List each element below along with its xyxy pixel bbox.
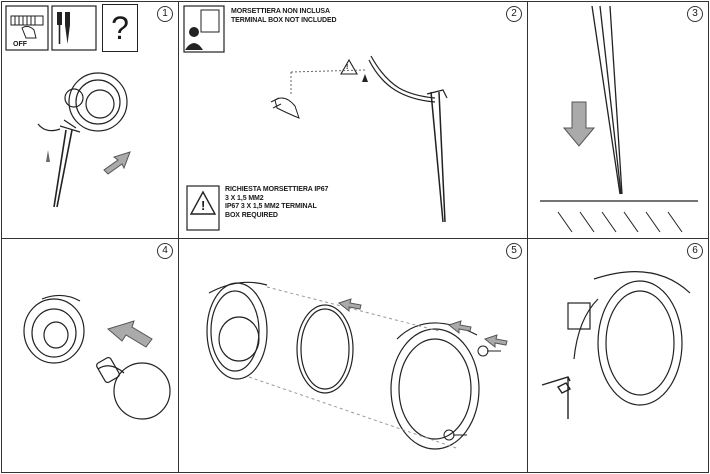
- step-number-3: 3: [687, 6, 703, 22]
- arrow-icon: [562, 101, 596, 147]
- panel-step-2: 2: [178, 1, 528, 239]
- alignment-guides: [248, 286, 460, 450]
- question-mark-icon: ?: [102, 4, 138, 52]
- lamp-body: [206, 281, 268, 380]
- arrow-icon: [483, 334, 508, 349]
- panel-step-3: 3: [527, 1, 709, 239]
- warning-icon: !: [201, 198, 206, 213]
- arrow-icon: [337, 298, 362, 313]
- ground-hatching: [557, 211, 683, 233]
- arrow-icon: [362, 74, 368, 82]
- terminal-box-requirement: RICHIESTA MORSETTIERA IP67 3 x 1,5 mm2 I…: [225, 186, 385, 220]
- warning-icon: [186, 185, 220, 231]
- step-2-illustration: [183, 5, 448, 231]
- panel-step-6: 6: [527, 238, 709, 473]
- terminal-block: [270, 97, 300, 119]
- note-line: IP67 3 x 1,5 mm2 TERMINAL: [225, 203, 317, 210]
- note-line: TERMINAL BOX NOT INCLUDED: [231, 16, 337, 24]
- step-3-illustration: [540, 5, 698, 233]
- switch-state-label: OFF: [13, 41, 27, 48]
- step-number-5: 5: [506, 243, 522, 259]
- assembled-lamp: [567, 270, 691, 406]
- step-number-6: 6: [687, 243, 703, 259]
- ground-spike: [591, 5, 623, 195]
- arrow-icon: [46, 150, 50, 162]
- note-line: MORSETTIERA NON INCLUSA: [231, 8, 330, 15]
- lamp-head: [23, 294, 85, 364]
- note-line: 3 x 1,5 mm2: [225, 194, 264, 202]
- step-1-illustration: [5, 5, 131, 208]
- terminal-box-note: MORSETTIERA NON INCLUSA TERMINAL BOX NOT…: [231, 8, 411, 25]
- step-number-2: 2: [506, 6, 522, 22]
- warning-icon: !: [346, 64, 349, 71]
- panel-step-1: 1: [1, 1, 179, 239]
- arrow-icon: [103, 151, 131, 175]
- electrician-icon: [183, 5, 225, 53]
- screwdriver-icon: [51, 5, 97, 51]
- arrow-icon: [447, 320, 472, 335]
- panel-step-4: 4: [1, 238, 179, 473]
- circuit-breaker-icon: [5, 5, 49, 51]
- glass-lens: [296, 304, 354, 394]
- step-4-illustration: [23, 294, 171, 420]
- note-line: BOX REQUIRED: [225, 211, 278, 219]
- panel-step-5: 5: [178, 238, 528, 473]
- note-line: RICHIESTA MORSETTIERA IP67: [225, 186, 329, 193]
- arrow-icon: [106, 320, 153, 348]
- light-bulb: [96, 356, 171, 420]
- warning-icon: [340, 58, 358, 75]
- step-5-illustration: [206, 281, 508, 450]
- cable-and-spike: [368, 55, 448, 223]
- screw-icon: [443, 345, 501, 441]
- step-number-1: 1: [157, 6, 173, 22]
- step-number-4: 4: [157, 243, 173, 259]
- hex-key-icon: [541, 376, 572, 419]
- lamp-on-spike: [37, 72, 128, 208]
- step-6-illustration: [541, 270, 691, 419]
